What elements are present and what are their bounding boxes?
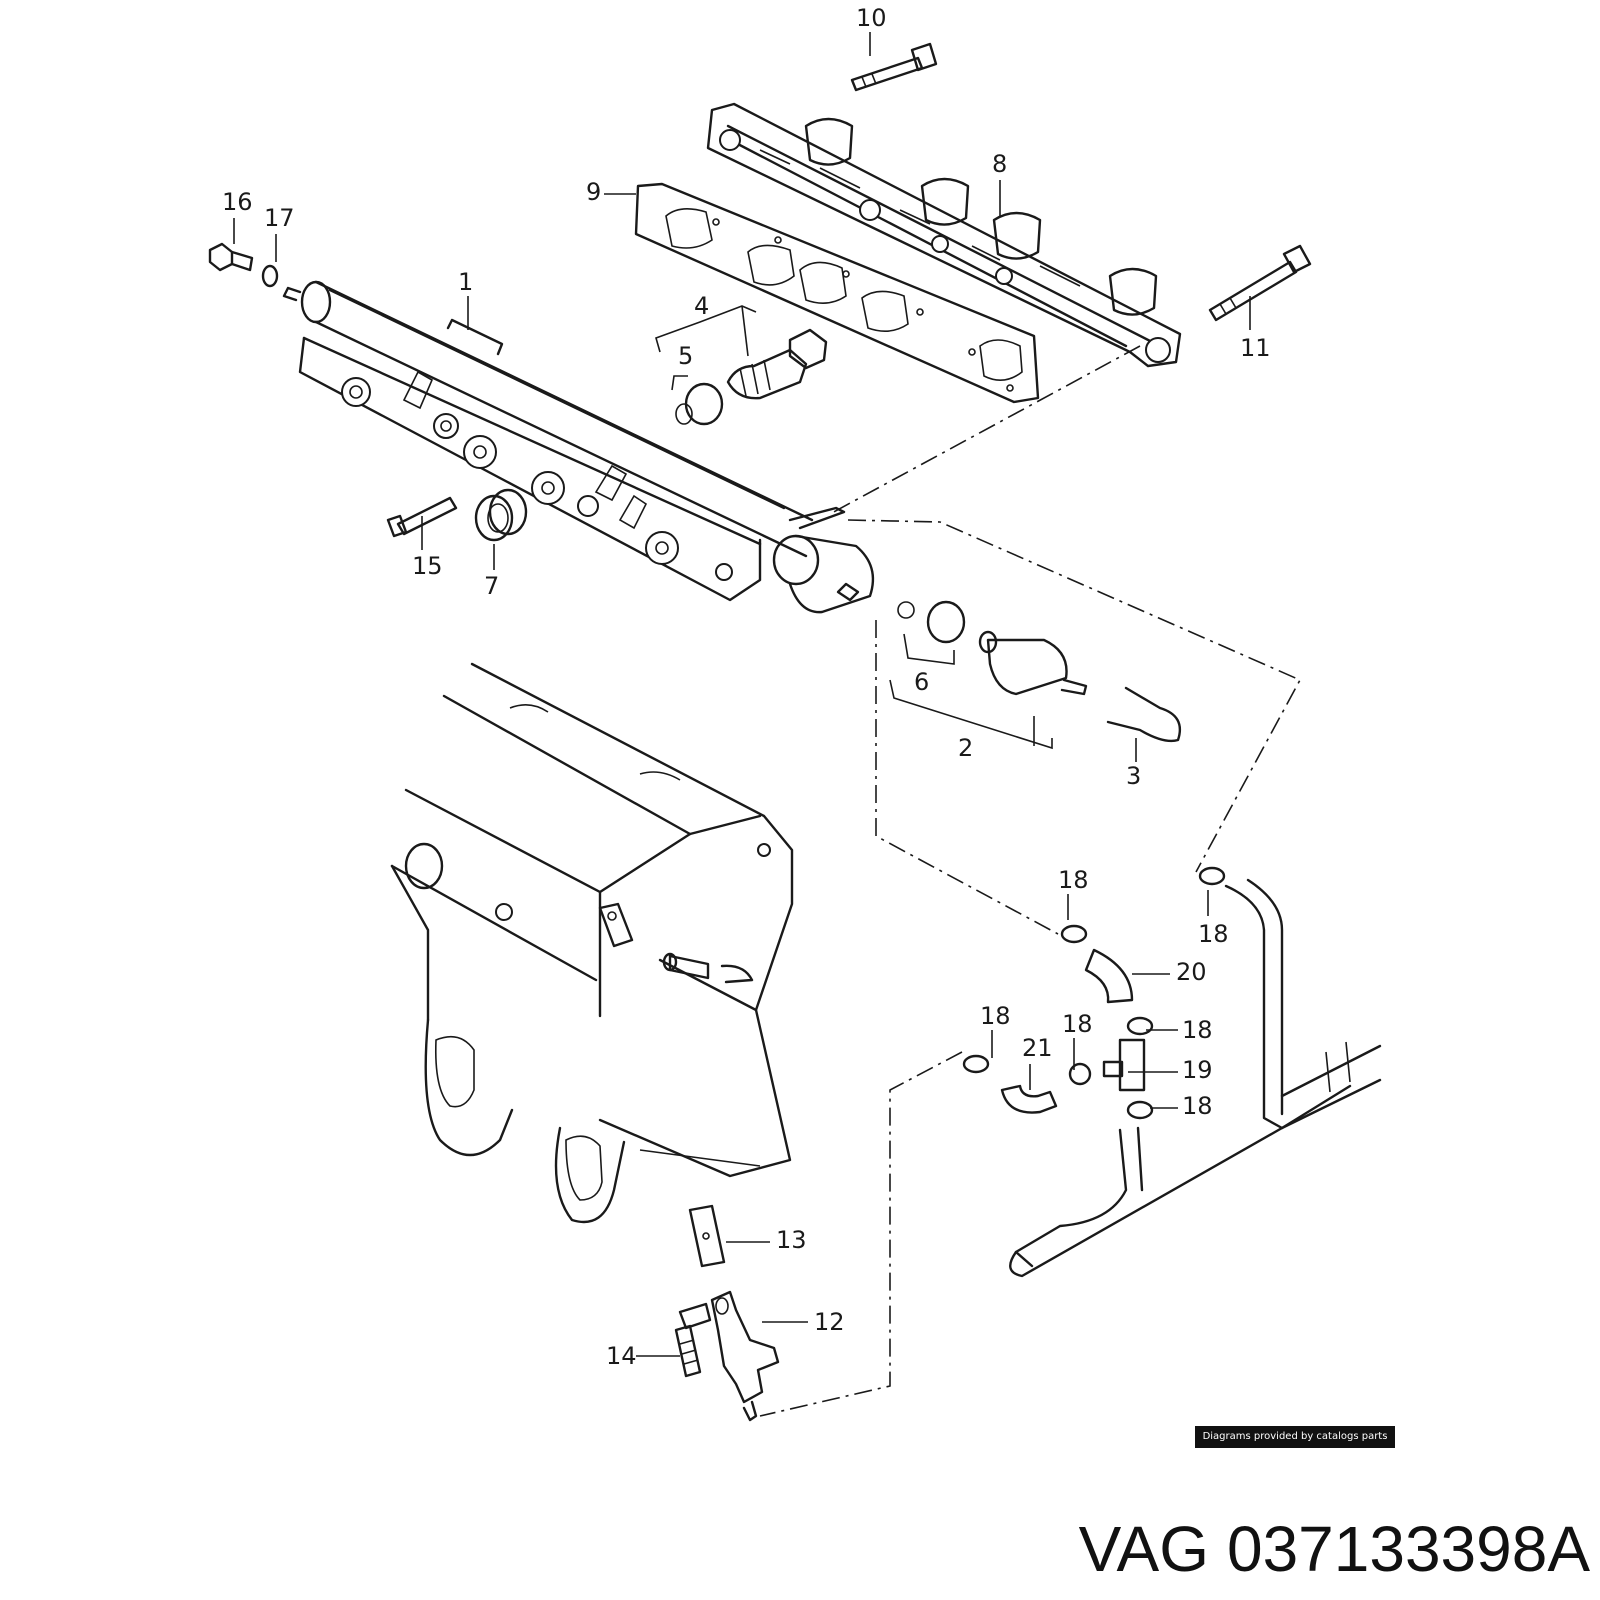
callout-12: 12 (814, 1308, 845, 1336)
hose-20 (1084, 948, 1134, 1004)
callout-5: 5 (678, 342, 693, 370)
sensor-4 (726, 328, 828, 400)
t-connector-19 (1102, 1038, 1146, 1092)
diagram-credit: Diagrams provided by catalogs parts (1195, 1426, 1395, 1448)
callout-16: 16 (222, 188, 253, 216)
callout-18: 18 (1182, 1092, 1213, 1120)
fuel-rail-1 (282, 280, 814, 602)
upper-intake-manifold-8 (706, 102, 1182, 368)
callout-18: 18 (1182, 1016, 1213, 1044)
gasket-13 (688, 1204, 726, 1268)
callout-7: 7 (484, 572, 499, 600)
callout-1: 1 (458, 268, 473, 296)
bolt-14 (674, 1324, 702, 1378)
callout-18: 18 (1058, 866, 1089, 894)
part-code: 037133398A (1226, 1513, 1590, 1585)
bolt-10 (850, 42, 938, 92)
callout-17: 17 (264, 204, 295, 232)
callout-2: 2 (958, 734, 973, 762)
hose-21 (1000, 1084, 1058, 1114)
o-rings-6 (897, 600, 966, 644)
callout-9: 9 (586, 178, 601, 206)
callout-11: 11 (1240, 334, 1271, 362)
o-ring-5 (675, 382, 724, 426)
washer-17 (261, 264, 279, 288)
assembly-centerlines (759, 345, 1302, 1417)
callout-3: 3 (1126, 762, 1141, 790)
callout-21: 21 (1022, 1034, 1053, 1062)
callout-6: 6 (914, 668, 929, 696)
callout-13: 13 (776, 1226, 807, 1254)
callout-4: 4 (694, 292, 709, 320)
bolt-15 (386, 496, 458, 538)
bolt-16 (208, 242, 254, 272)
callout-14: 14 (606, 1342, 637, 1370)
bolt-11 (1208, 244, 1312, 322)
lower-intake-manifold (390, 662, 794, 1224)
callout-19: 19 (1182, 1056, 1213, 1084)
leader-lines (233, 32, 1251, 1357)
callout-10: 10 (856, 4, 887, 32)
callout-15: 15 (412, 552, 443, 580)
seal-7 (474, 488, 528, 542)
injector-12 (678, 1290, 780, 1422)
callout-labels: 10 8 9 16 17 1 4 5 11 15 7 6 2 3 18 18 2… (222, 4, 1271, 1370)
pressure-regulator-body (772, 506, 875, 614)
callout-8: 8 (992, 150, 1007, 178)
clip-3 (1106, 686, 1182, 743)
return-hose (1009, 878, 1382, 1278)
callout-20: 20 (1176, 958, 1207, 986)
callout-18: 18 (980, 1002, 1011, 1030)
brand-name: VAG (1078, 1513, 1209, 1585)
callout-18: 18 (1062, 1010, 1093, 1038)
callout-18: 18 (1198, 920, 1229, 948)
hose-clamps-18 (962, 866, 1226, 1120)
manifold-gasket-9 (634, 182, 1040, 404)
fuel-pressure-regulator-2 (978, 630, 1088, 696)
